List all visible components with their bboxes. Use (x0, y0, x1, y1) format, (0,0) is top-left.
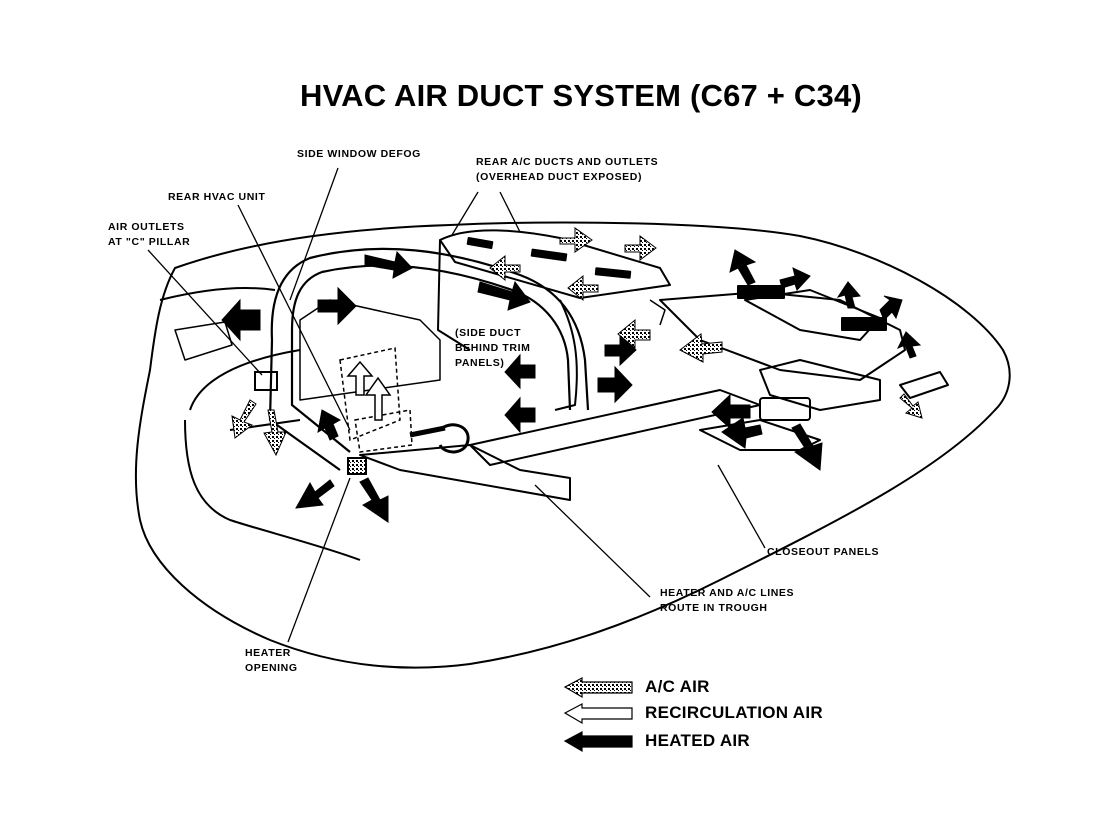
callout-text: SIDE WINDOW DEFOG (297, 148, 421, 160)
callout-text: AIR OUTLETS (108, 221, 185, 233)
callout-text: REAR HVAC UNIT (168, 191, 266, 203)
outlet-blocks (254, 371, 367, 475)
diagram-title: HVAC AIR DUCT SYSTEM (C67 + C34) (300, 78, 862, 113)
leader-line (287, 477, 351, 643)
leader-line (499, 191, 521, 233)
callout-text: (OVERHEAD DUCT EXPOSED) (476, 171, 643, 183)
callout-text: ROUTE IN TROUGH (660, 602, 768, 614)
callout-text: BEHIND TRIM (455, 342, 531, 354)
legend-ac-swatch (563, 677, 633, 699)
recirc-arrow (364, 376, 392, 421)
heated-arrow (597, 365, 633, 404)
legend-label-heated-air: HEATED AIR (645, 731, 750, 750)
vehicle-outline (134, 221, 1011, 669)
heated-arrow (879, 295, 903, 321)
legend-label-recirculation-air: RECIRCULATION AIR (645, 703, 823, 722)
callout-heater-ac-lines: HEATER AND A/C LINES ROUTE IN TROUGH (660, 586, 794, 616)
legend-heated-swatch (563, 731, 633, 753)
callout-text: CLOSEOUT PANELS (767, 546, 880, 558)
ac-arrow (567, 274, 599, 302)
side-duct-frame (268, 247, 590, 471)
heated-arrow (729, 249, 757, 286)
heated-arrow (836, 281, 861, 309)
ac-arrow (624, 235, 657, 261)
heated-arrow (779, 267, 811, 291)
callout-side-duct: (SIDE DUCT BEHIND TRIM PANELS) (455, 326, 530, 371)
front-hvac-unit (649, 285, 949, 421)
callout-text: REAR A/C DUCTS AND OUTLETS (476, 156, 659, 168)
heated-arrow (477, 280, 531, 311)
legend-recirc-swatch (563, 703, 633, 725)
heated-arrow (364, 250, 413, 279)
heated-arrow (604, 333, 637, 367)
callout-heater-opening: HEATER OPENING (245, 646, 298, 676)
ac-arrow (559, 227, 593, 253)
legend-label-ac-air: A/C AIR (645, 677, 710, 696)
heated-air-arrows (221, 250, 823, 523)
ac-air-arrows (231, 227, 923, 457)
leader-line (289, 167, 339, 301)
leader-line (147, 249, 263, 376)
ac-arrow (617, 318, 651, 350)
heated-arrow (317, 286, 357, 326)
dash-outlet-arrows (729, 249, 922, 359)
callout-text: PANELS) (455, 357, 505, 369)
heated-arrow (317, 409, 342, 441)
heated-arrow (504, 396, 536, 434)
recirculation-arrows (346, 360, 392, 421)
ac-arrow (263, 409, 287, 457)
ac-arrow (899, 393, 923, 419)
leader-lines (147, 167, 766, 643)
ac-arrow (489, 254, 521, 282)
ac-arrow (231, 399, 257, 439)
heated-arrow (791, 423, 823, 471)
callout-text: HEATER AND A/C LINES (660, 587, 795, 599)
callout-side-window-defog: SIDE WINDOW DEFOG (297, 147, 421, 162)
callout-air-outlets-c-pillar: AIR OUTLETS AT "C" PILLAR (108, 220, 190, 250)
rear-hvac-unit (339, 347, 413, 453)
leader-line (237, 204, 351, 431)
heated-arrow (359, 477, 389, 523)
legend-swatches (563, 677, 633, 753)
ac-arrow (679, 333, 723, 363)
callout-text: AT "C" PILLAR (108, 236, 191, 248)
leader-line (717, 464, 766, 549)
heated-arrow (721, 417, 763, 449)
callout-text: HEATER (245, 647, 291, 659)
heated-arrow (711, 393, 751, 430)
heated-arrow (221, 298, 261, 342)
heated-arrow (295, 479, 335, 509)
callout-rear-ac-ducts: REAR A/C DUCTS AND OUTLETS (OVERHEAD DUC… (476, 155, 658, 185)
heated-arrow (896, 331, 922, 359)
heated-arrow (504, 353, 536, 390)
overhead-duct (437, 229, 671, 351)
callout-text: OPENING (245, 662, 298, 674)
callout-text: (SIDE DUCT (455, 327, 522, 339)
leader-line (451, 191, 479, 236)
callout-rear-hvac-unit: REAR HVAC UNIT (168, 190, 265, 205)
callout-closeout-panels: CLOSEOUT PANELS (767, 545, 879, 560)
leader-line (534, 484, 651, 598)
recirc-arrow (346, 360, 374, 396)
